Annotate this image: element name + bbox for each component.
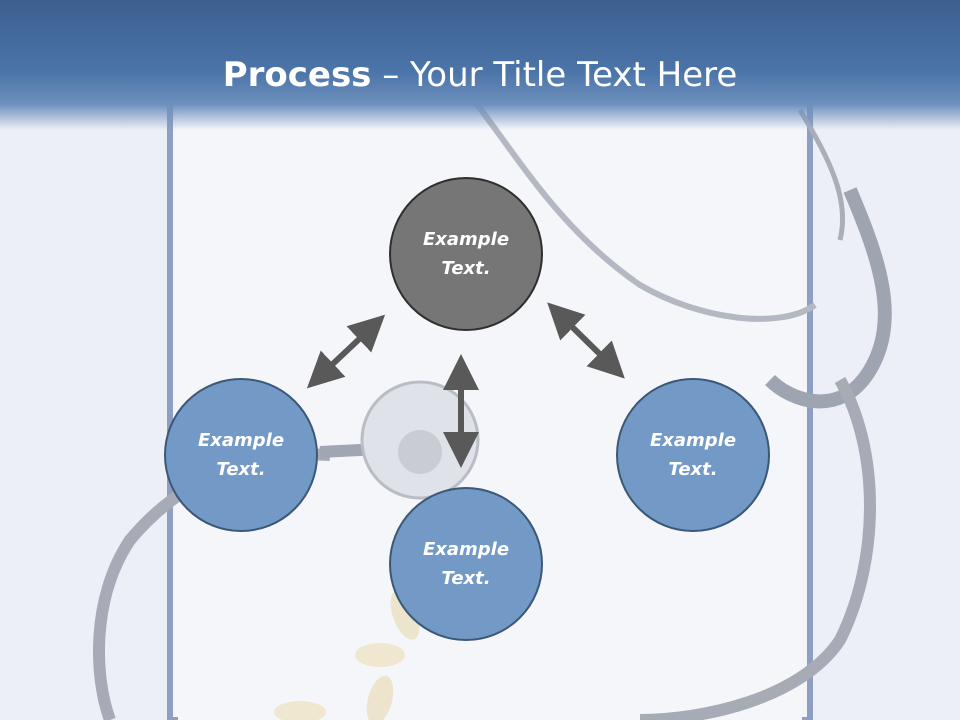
- process-node-left[interactable]: Example Text.: [164, 378, 318, 532]
- node-bottom-text: Example Text.: [422, 539, 510, 589]
- process-node-top[interactable]: Example Text.: [389, 177, 543, 331]
- title-band: [0, 0, 960, 130]
- title-bold: Process: [222, 55, 372, 95]
- arrow-top-left: [306, 314, 386, 389]
- process-node-bottom[interactable]: Example Text.: [389, 487, 543, 641]
- title-rest: – Your Title Text Here: [371, 55, 738, 95]
- node-top-text: Example Text.: [422, 229, 510, 279]
- arrow-top-right: [547, 302, 625, 379]
- node-left-text: Example Text.: [197, 430, 285, 480]
- node-right-text: Example Text.: [649, 430, 737, 480]
- slide-title[interactable]: Process – Your Title Text Here: [0, 52, 960, 98]
- process-node-right[interactable]: Example Text.: [616, 378, 770, 532]
